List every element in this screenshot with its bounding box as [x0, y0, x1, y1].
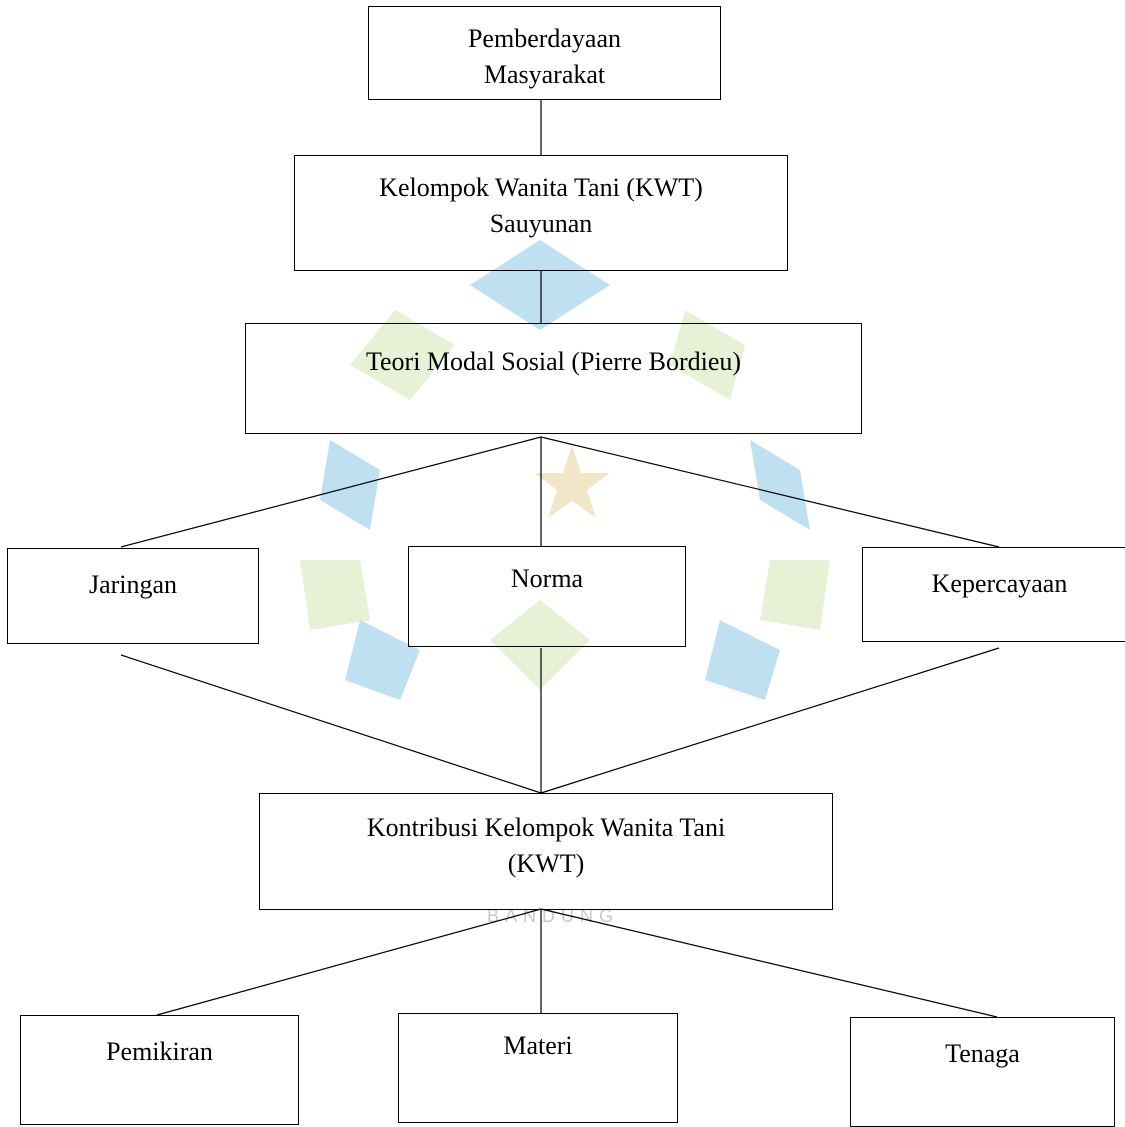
connector-kepercayaan-kontribusi	[540, 647, 1000, 794]
connector-kontribusi-pemikiran	[156, 908, 542, 1016]
node-pemberdayaan-masyarakat: Pemberdayaan Masyarakat	[368, 6, 721, 100]
node-pemikiran: Pemikiran	[20, 1015, 299, 1125]
watermark-petal	[750, 440, 810, 530]
node-materi: Materi	[398, 1013, 678, 1123]
node-label: Pemikiran	[106, 1037, 213, 1066]
node-label: Masyarakat	[483, 60, 606, 89]
node-label: Kontribusi Kelompok Wanita Tani	[366, 813, 726, 842]
connector-theory-jaringan	[120, 436, 542, 548]
watermark-petal	[345, 620, 420, 700]
node-label: Pemberdayaan	[467, 24, 622, 53]
node-tenaga: Tenaga	[850, 1017, 1115, 1127]
node-kontribusi: Kontribusi Kelompok Wanita Tani (KWT)	[259, 793, 833, 910]
node-jaringan: Jaringan	[7, 548, 259, 644]
node-label: Materi	[503, 1031, 573, 1060]
watermark-petal	[350, 310, 455, 400]
node-label: Sauyunan	[489, 209, 593, 238]
node-label: Kelompok Wanita Tani (KWT)	[379, 173, 703, 202]
node-kelompok-wanita-tani: Kelompok Wanita Tani (KWT) Sauyunan	[294, 155, 788, 271]
connector-jaringan-kontribusi	[120, 654, 542, 794]
node-teori-modal-sosial: Teori Modal Sosial (Pierre Bordieu)	[245, 323, 862, 434]
node-label: Kepercayaan	[931, 569, 1068, 598]
connector-kontribusi-tenaga	[540, 908, 998, 1018]
watermark-petal	[320, 440, 380, 530]
node-norma: Norma	[408, 546, 686, 647]
node-label: Tenaga	[945, 1039, 1020, 1068]
node-label: Norma	[510, 564, 584, 593]
watermark-petal	[490, 600, 590, 690]
node-label: Teori Modal Sosial (Pierre Bordieu)	[365, 347, 742, 376]
watermark-petal	[705, 620, 780, 700]
watermark-petal	[760, 560, 830, 630]
node-label: Jaringan	[88, 570, 178, 599]
connector-theory-kepercayaan	[540, 436, 1000, 548]
watermark-petal	[670, 310, 745, 400]
node-label: (KWT)	[507, 849, 585, 878]
watermark-text: BANDUNG	[487, 906, 620, 926]
watermark-star	[534, 445, 610, 518]
node-kepercayaan: Kepercayaan	[862, 547, 1125, 642]
watermark-petal	[300, 560, 370, 630]
watermark-petal	[470, 240, 610, 330]
